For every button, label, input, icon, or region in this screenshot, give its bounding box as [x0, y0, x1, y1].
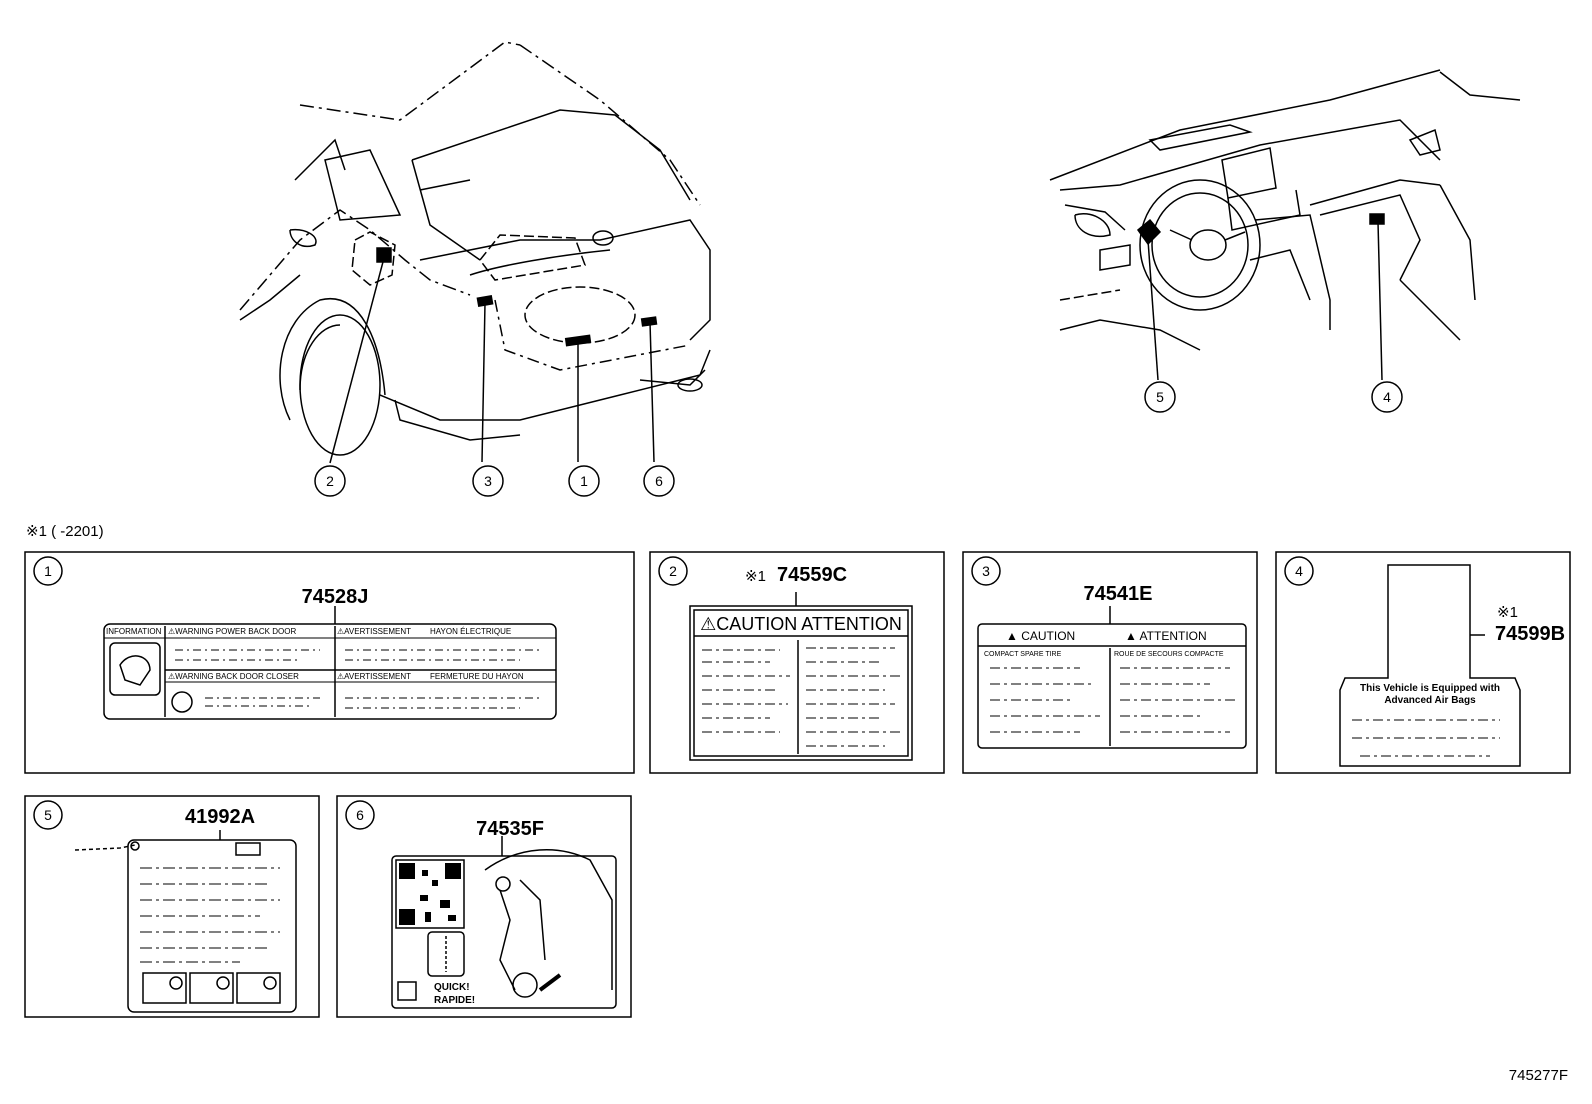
mark-74599B: ※1	[1497, 604, 1518, 621]
p1-info: INFORMATION	[106, 627, 162, 636]
callout-2-num: 2	[326, 473, 334, 489]
part-74535F: 74535F	[476, 818, 544, 840]
p3-right-sub: ROUE DE SECOURS COMPACTE	[1114, 651, 1224, 658]
callout-6	[643, 465, 675, 497]
label-74559C	[689, 605, 913, 761]
part-41992A: 41992A	[185, 806, 255, 828]
dashboard-illustration	[1049, 69, 1521, 381]
panel-6-num: 6	[356, 807, 364, 823]
label-74535F	[391, 855, 617, 1009]
callout-5-num: 5	[1156, 389, 1164, 405]
rear-vehicle-illustration	[239, 41, 711, 464]
callout-3	[472, 465, 504, 497]
callout-1-num: 1	[580, 473, 588, 489]
p4-line1: This Vehicle is Equipped with	[1360, 683, 1500, 694]
p1-hayon2: FERMETURE DU HAYON	[430, 672, 524, 681]
panel-1	[24, 551, 635, 774]
panel-5	[24, 795, 320, 1018]
panel-4	[1275, 551, 1571, 774]
p1-warn2: ⚠WARNING BACK DOOR CLOSER	[168, 672, 299, 681]
p4-line2: Advanced Air Bags	[1384, 695, 1476, 706]
p1-avert2: ⚠AVERTISSEMENT	[337, 672, 411, 681]
footnote: ※1 ( -2201)	[26, 523, 104, 540]
callout-2	[314, 465, 346, 497]
part-74599B: 74599B	[1495, 623, 1565, 645]
panel-2	[649, 551, 945, 774]
p3-attention: ▲ ATTENTION	[1125, 629, 1207, 643]
panel-6	[336, 795, 632, 1018]
panel-3-num: 3	[982, 563, 990, 579]
p6-quick: QUICK!	[434, 982, 470, 993]
part-74559C: 74559C	[777, 564, 847, 586]
p3-left-sub: COMPACT SPARE TIRE	[984, 651, 1062, 658]
label-74541E	[977, 623, 1247, 749]
callout-5	[1144, 381, 1176, 413]
p1-warn1: ⚠WARNING POWER BACK DOOR	[168, 627, 296, 636]
p6-rapide: RAPIDE!	[434, 995, 475, 1006]
panel-2-num: 2	[669, 563, 677, 579]
panel-4-num: 4	[1295, 563, 1303, 579]
diagram-code: 745277F	[1509, 1067, 1568, 1084]
part-74528J: 74528J	[302, 586, 369, 608]
p2-header: ⚠CAUTION ATTENTION	[700, 614, 902, 634]
label-41992A	[127, 839, 297, 1013]
mark-74559C: ※1	[745, 568, 766, 585]
panel-3	[962, 551, 1258, 774]
label-74528J	[103, 623, 557, 720]
panel-5-num: 5	[44, 807, 52, 823]
callout-4	[1371, 381, 1403, 413]
callout-6-num: 6	[655, 473, 663, 489]
p1-hayon1: HAYON ÉLECTRIQUE	[430, 627, 511, 636]
callout-4-num: 4	[1383, 389, 1391, 405]
part-74541E: 74541E	[1084, 583, 1153, 605]
panel-1-num: 1	[44, 563, 52, 579]
callout-3-num: 3	[484, 473, 492, 489]
p1-avert1: ⚠AVERTISSEMENT	[337, 627, 411, 636]
p3-caution: ▲ CAUTION	[1006, 629, 1075, 643]
qr-code	[395, 859, 465, 929]
callout-1	[568, 465, 600, 497]
label-74599B	[1339, 564, 1521, 767]
